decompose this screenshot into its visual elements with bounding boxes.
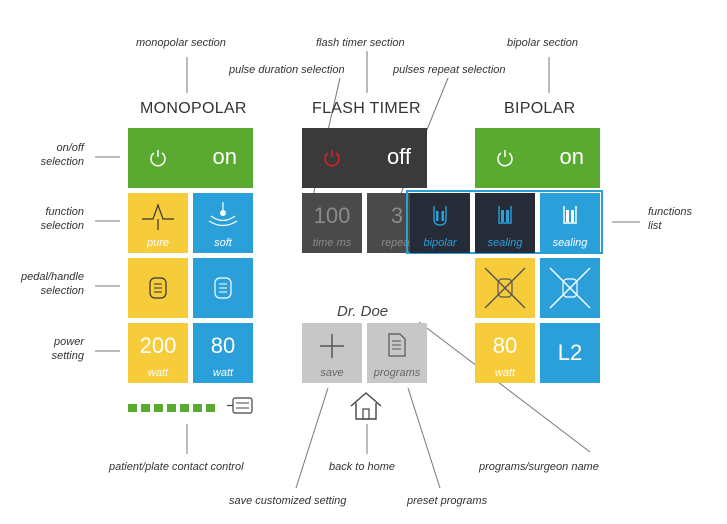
bipolar-function-sealing-button-1[interactable]: sealing — [475, 193, 535, 253]
bipolar-onoff-button[interactable]: on — [475, 128, 600, 188]
bipolar-section-title: BIPOLAR — [504, 100, 576, 117]
annotation-patient-plate-contact-control: patient/plate contact control — [109, 461, 244, 473]
bipolar-level-value: L2 — [557, 340, 583, 365]
sealing-forceps-icon — [563, 206, 577, 224]
pulse-duration-unit: time ms — [312, 237, 352, 249]
power-icon — [497, 150, 513, 167]
cut-pure-icon — [142, 203, 174, 230]
annotation-bipolar-section: bipolar section — [507, 37, 578, 49]
monopolar-section-title: MONOPOLAR — [140, 100, 247, 117]
monopolar-function-pure-button[interactable]: pure — [128, 193, 188, 253]
function-bipolar-label: bipolar — [423, 237, 457, 249]
bipolar-function-bipolar-button[interactable]: bipolar — [410, 193, 470, 253]
plate-connector-icon — [227, 397, 253, 414]
flash-timer-off-label: off — [386, 144, 411, 169]
monopolar-pedal-coag-button[interactable] — [193, 258, 253, 318]
function-sealing-label-1: sealing — [487, 237, 523, 249]
annotation-back-to-home: back to home — [329, 461, 396, 473]
disabled-crossed-icon — [549, 267, 591, 309]
monopolar-on-label: on — [212, 144, 237, 169]
pedal-icon — [149, 277, 167, 299]
annotation-preset-programs: preset programs — [407, 495, 488, 507]
pulse-repeat-unit: repeat — [381, 237, 413, 249]
annotation-pulses-repeat-selection: pulses repeat selection — [393, 64, 506, 76]
annotation-programs-surgeon-name: programs/surgeon name — [479, 461, 599, 473]
programs-label: programs — [373, 367, 421, 379]
flash-timer-section-title: FLASH TIMER — [312, 100, 421, 117]
functions-list-frame — [406, 190, 603, 254]
bipolar-forceps-icon — [433, 206, 447, 226]
monopolar-power-coag-button[interactable]: 80 watt — [193, 323, 253, 383]
bipolar-power-unit: watt — [494, 367, 516, 379]
power-icon — [150, 150, 166, 167]
function-sealing-label-2: sealing — [552, 237, 588, 249]
power-coag-unit: watt — [212, 367, 234, 379]
monopolar-power-cut-button[interactable]: 200 watt — [128, 323, 188, 383]
power-cut-value: 200 — [139, 333, 177, 358]
bipolar-power-value: 80 — [492, 333, 518, 358]
sealing-forceps-icon — [498, 206, 512, 224]
function-soft-label: soft — [214, 237, 232, 249]
power-coag-value: 80 — [210, 333, 236, 358]
pulse-repeat-value: 3 — [390, 203, 404, 228]
monopolar-pedal-cut-button[interactable] — [128, 258, 188, 318]
bipolar-pedal-disabled-yellow[interactable] — [475, 258, 535, 318]
surgeon-name: Dr. Doe — [337, 303, 389, 320]
monopolar-onoff-button[interactable]: on — [128, 128, 253, 188]
bipolar-function-sealing-button-2[interactable]: sealing — [540, 193, 600, 253]
annotation-flash-timer-section: flash timer section — [316, 37, 405, 49]
flash-timer-onoff-button[interactable]: off — [302, 128, 427, 188]
document-icon — [388, 333, 406, 357]
programs-button[interactable]: programs — [367, 323, 427, 383]
bipolar-pedal-disabled-blue[interactable] — [540, 258, 600, 318]
home-icon[interactable] — [349, 391, 383, 421]
power-cut-unit: watt — [147, 367, 169, 379]
monopolar-function-soft-button[interactable]: soft — [193, 193, 253, 253]
power-icon — [324, 150, 340, 167]
patient-plate-contact-indicator — [128, 401, 218, 419]
bipolar-level-button[interactable]: L2 — [540, 323, 600, 383]
annotation-monopolar-section: monopolar section — [136, 37, 226, 49]
bipolar-power-button[interactable]: 80 watt — [475, 323, 535, 383]
pulse-duration-value: 100 — [313, 203, 351, 228]
bipolar-on-label: on — [559, 144, 584, 169]
plus-icon — [320, 334, 344, 358]
annotation-save-customized-setting: save customized setting — [229, 495, 347, 507]
pedal-icon — [214, 277, 232, 299]
annotation-pulse-duration-selection: pulse duration selection — [229, 64, 345, 76]
function-pure-label: pure — [146, 237, 170, 249]
disabled-crossed-icon — [484, 267, 526, 309]
coag-soft-icon — [208, 202, 238, 227]
save-label: save — [320, 367, 344, 379]
pulse-duration-button[interactable]: 100 time ms — [302, 193, 362, 253]
save-button[interactable]: save — [302, 323, 362, 383]
